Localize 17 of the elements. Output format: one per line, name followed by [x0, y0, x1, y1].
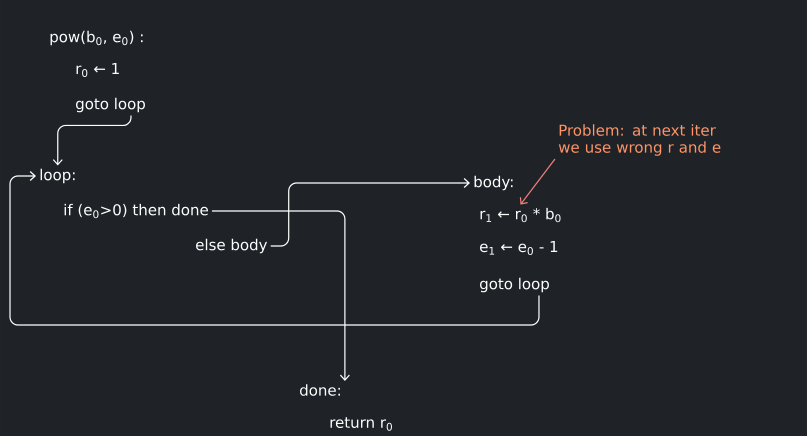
arrow	[9, 171, 540, 326]
code-line: done:	[300, 384, 340, 396]
code-line: r$_{0}$ ← 1	[76, 63, 119, 77]
code-line: loop:	[40, 168, 75, 184]
arrow	[520, 158, 556, 205]
code-line: r$_{1}$ ← r$_{0}$ * b$_{0}$	[480, 208, 561, 222]
code-line: return r$_{0}$	[330, 417, 392, 431]
code-line: goto loop	[480, 278, 549, 292]
code-line: goto loop	[76, 98, 145, 112]
code-line: else body	[196, 238, 268, 254]
arrow	[270, 178, 470, 247]
code-line: body:	[474, 176, 513, 190]
arrow	[212, 210, 350, 381]
note-text: Problem: at next iter we use wrong r and e	[558, 124, 720, 156]
code-line: if (e$_{0}$>0) then done	[64, 204, 208, 218]
code-line: e$_{1}$ ← e$_{0}$ - 1	[480, 241, 558, 255]
code-line: pow(b$_{0}$, e$_{0}$) :	[50, 30, 143, 46]
